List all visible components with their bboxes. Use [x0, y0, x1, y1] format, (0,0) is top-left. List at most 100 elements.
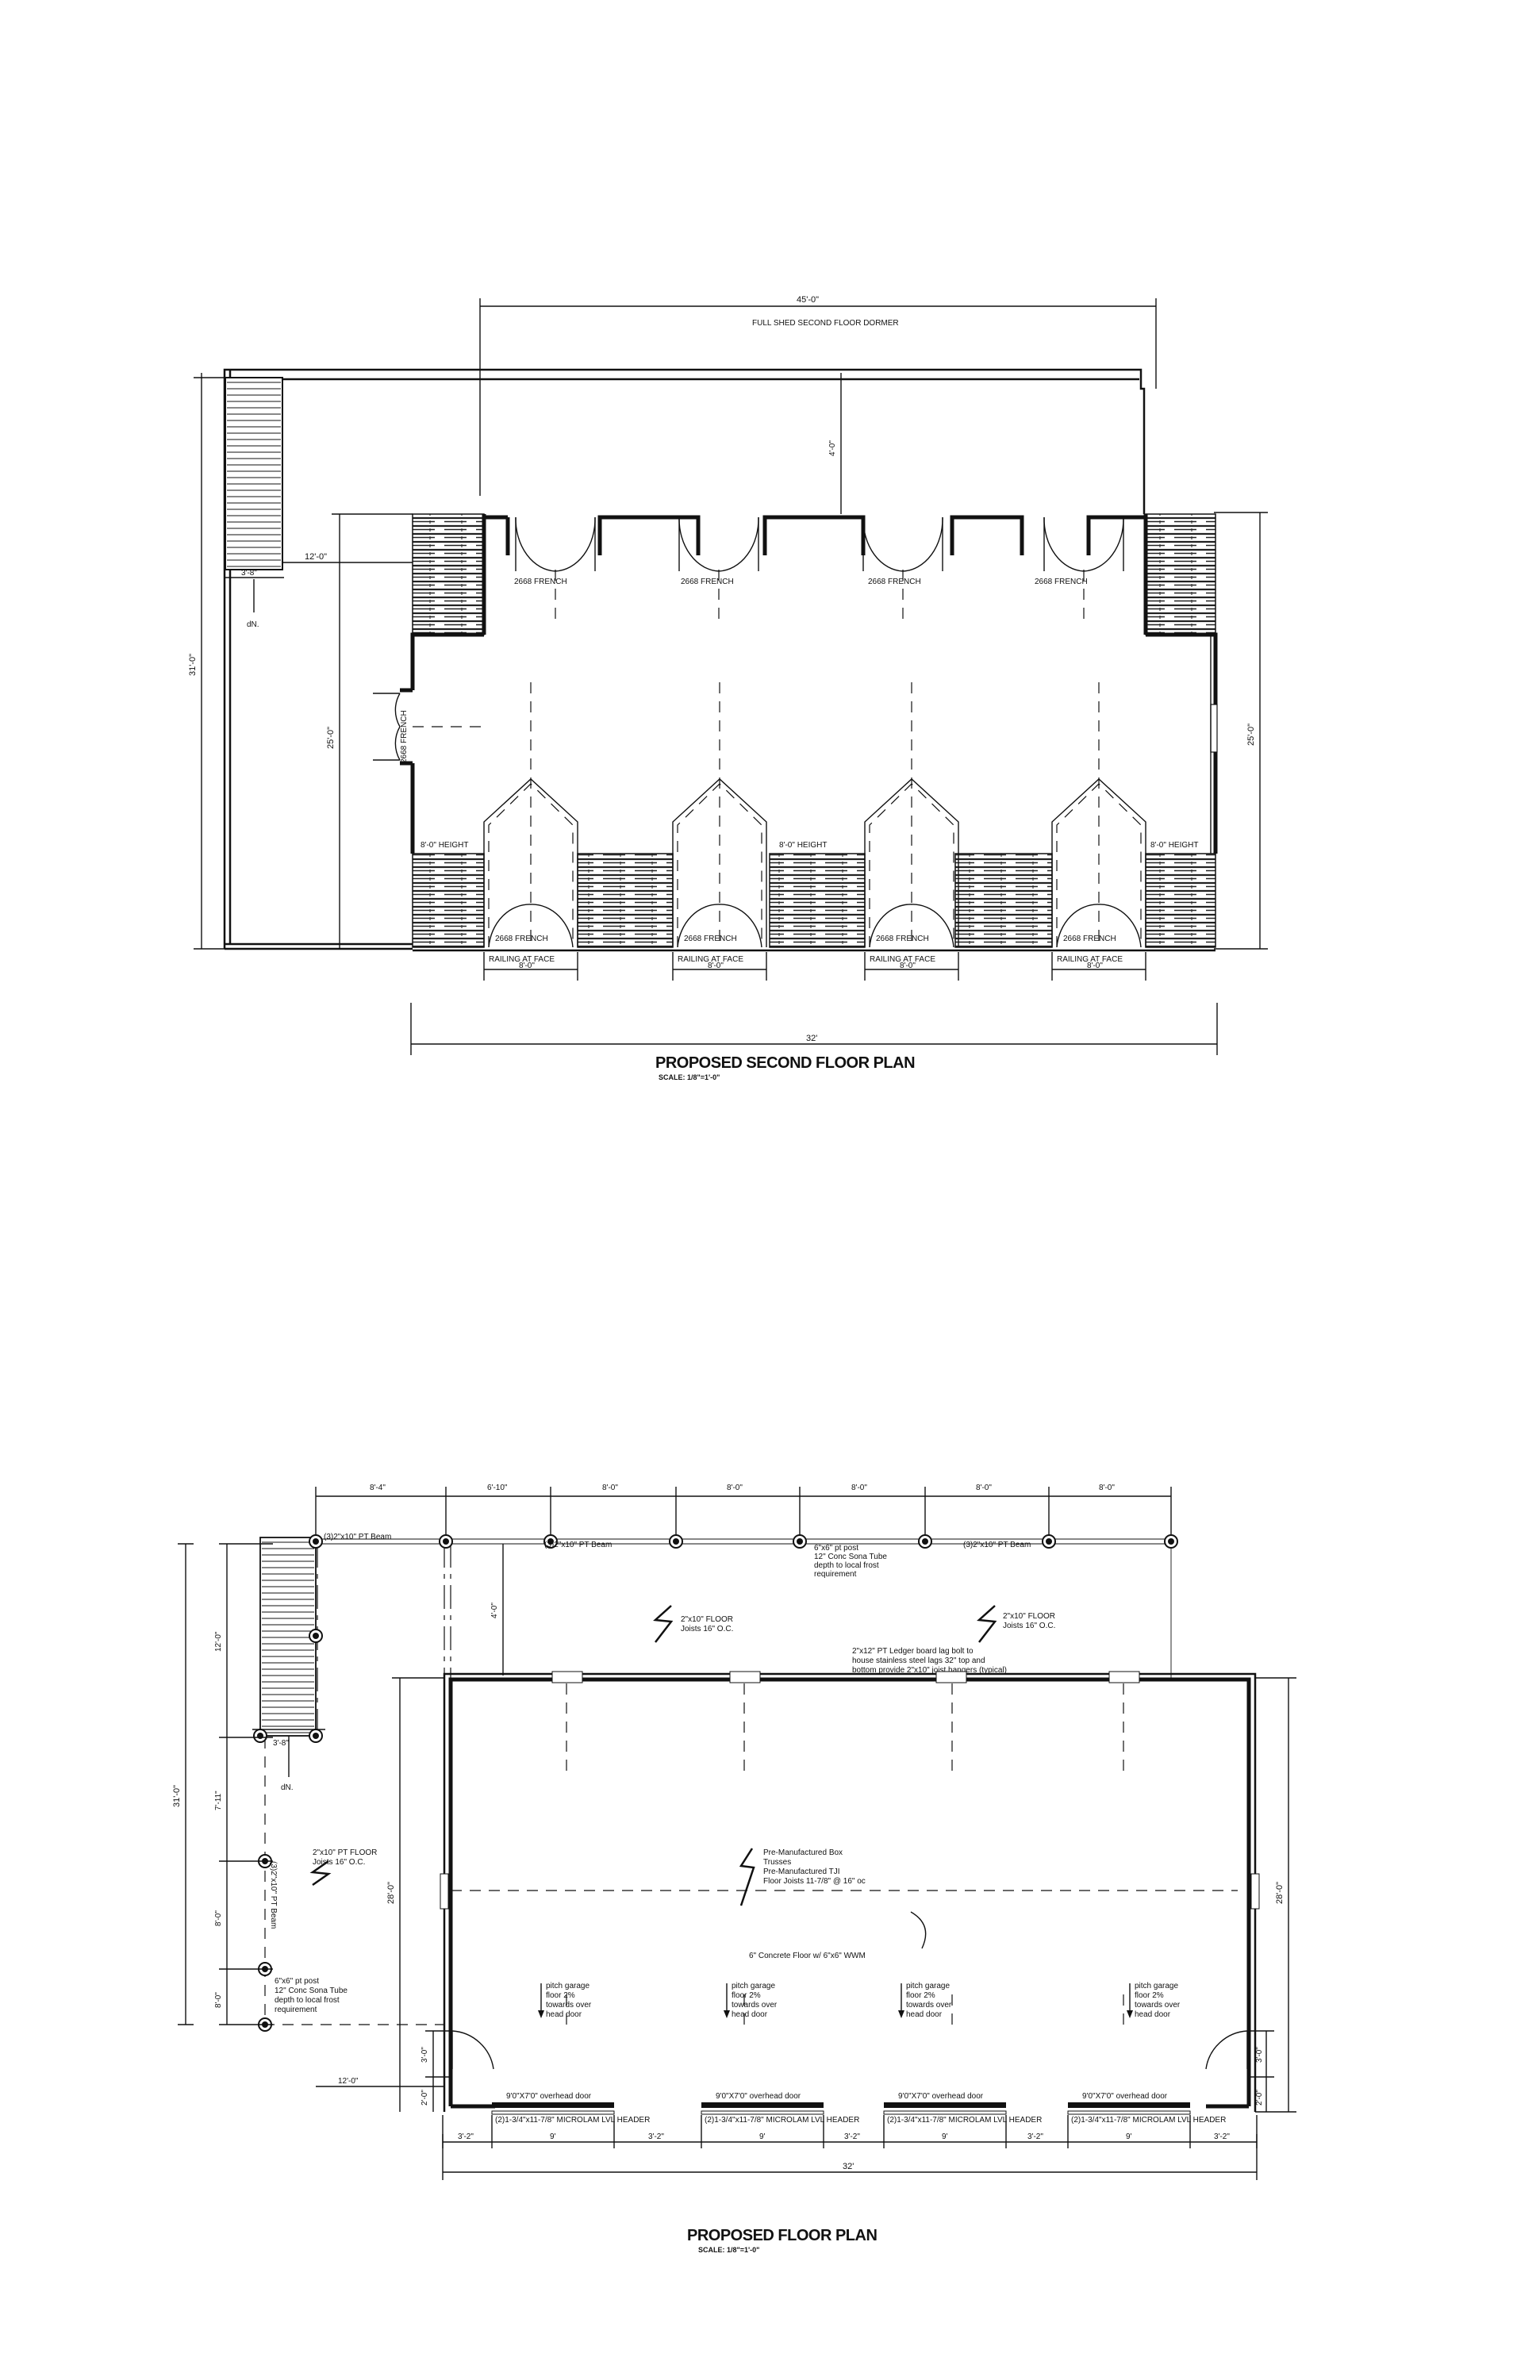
- door-swing-right: [530, 904, 574, 948]
- bottom-dim-label: 3'-2": [1214, 2132, 1230, 2141]
- gf-dim-overall-left: 31'-0": [172, 1785, 182, 1807]
- svg-text:depth to local frost: depth to local frost: [814, 1561, 879, 1570]
- gf-dim-deck-depth: 4'-0": [490, 1603, 499, 1618]
- pitch-arrowhead: [538, 2010, 544, 2018]
- gf-dim-offset: 12'-0": [338, 2077, 359, 2086]
- ground-floor-scale: SCALE: 1/8"=1'-0": [698, 2246, 759, 2254]
- top-french-door: 2668 FRENCH: [514, 516, 596, 619]
- balcony-strip: [412, 853, 485, 948]
- door-swing-left: [488, 904, 532, 948]
- top-dim-label: 8'-0": [976, 1484, 992, 1492]
- wall-bump: [762, 515, 866, 555]
- post-marker: [258, 1962, 272, 1976]
- post-marker: [309, 1534, 323, 1549]
- door-swing-right: [718, 516, 759, 572]
- joist-arrow-d: [739, 1848, 755, 1906]
- post-marker: [669, 1534, 683, 1549]
- joist-arrow-c: [309, 1860, 332, 1887]
- left-dim-label: 8'-0": [214, 1910, 223, 1926]
- door-swing-left: [678, 516, 720, 572]
- dim-31-0-upper: 31'-0": [188, 654, 198, 676]
- beam-label-2: (3)2"x10" PT Beam: [544, 1541, 612, 1549]
- second-floor-walls: [410, 514, 1218, 854]
- second-floor-stair: 3'-8" dN.: [224, 377, 284, 629]
- header-bar: [883, 2110, 1007, 2115]
- pitch-note-line: towards over: [546, 2001, 592, 2010]
- svg-text:2"x10" FLOOR: 2"x10" FLOOR: [681, 1615, 733, 1624]
- post-core: [313, 1538, 319, 1545]
- bottom-french-label: 2668 FRENCH: [876, 935, 929, 943]
- bottom-french-label: 2668 FRENCH: [684, 935, 737, 943]
- dim-dormer-depth: 4'-0": [828, 440, 837, 456]
- post-core: [922, 1538, 928, 1545]
- gf-dim-right: 28'-0": [1275, 1882, 1285, 1904]
- dormer-wall-segments: [505, 515, 1117, 555]
- gf-door-dim-right-2: 2'-0": [1255, 2090, 1264, 2106]
- header-bar: [491, 2110, 615, 2115]
- top-dim-label: 8'-0": [1099, 1484, 1115, 1492]
- dormer-note: FULL SHED SECOND FLOOR DORMER: [752, 319, 899, 328]
- ground-floor-stair: 3'-8" dN.: [252, 1537, 325, 1792]
- top-french-door: 2668 FRENCH: [1035, 516, 1124, 619]
- top-french-label: 2668 FRENCH: [1035, 578, 1088, 586]
- gf-door-dim-left-2: 2'-0": [421, 2090, 429, 2106]
- wall-bump: [597, 515, 701, 555]
- corner-door-left: [451, 2030, 494, 2070]
- header-bar: [701, 2110, 824, 2115]
- side-french-label: 2668 FRENCH: [400, 710, 409, 763]
- post-marker: [309, 1729, 323, 1743]
- top-french-label: 2668 FRENCH: [868, 578, 921, 586]
- pitch-note-line: pitch garage: [546, 1982, 590, 1990]
- bay-outline-dashed: [869, 783, 954, 947]
- pitch-note-line: floor 2%: [546, 1991, 575, 2000]
- header-label: (2)1-3/4"x11-7/8" MICROLAM LVL HEADER: [495, 2116, 650, 2125]
- overhead-doors: 9'0"X7'0" overhead door (2)1-3/4"x11-7/8"…: [491, 2092, 1226, 2125]
- svg-text:6"x6" pt post: 6"x6" pt post: [814, 1544, 858, 1553]
- bay-width-label: 8'-0": [708, 962, 724, 970]
- slab-note: 6" Concrete Floor w/ 6"x6" WWM: [749, 1952, 866, 1960]
- ground-floor-title: PROPOSED FLOOR PLAN: [687, 2227, 877, 2244]
- pitch-arrowhead: [1127, 2010, 1133, 2018]
- door-swing-left: [1056, 904, 1100, 948]
- beam-label-4: (3)2"x10" PT Beam: [269, 1861, 278, 1929]
- left-dim-label: 8'-0": [214, 1992, 223, 2008]
- svg-text:12" Conc Sona Tube: 12" Conc Sona Tube: [275, 1987, 348, 1995]
- ledger-note: 2"x12" PT Ledger board lag bolt to house…: [852, 1647, 1007, 1675]
- door-swing-left: [1043, 516, 1085, 572]
- overhead-door-label: 9'0"X7'0" overhead door: [1082, 2092, 1168, 2101]
- header-label: (2)1-3/4"x11-7/8" MICROLAM LVL HEADER: [705, 2116, 859, 2125]
- garage-walls: [440, 1671, 1260, 2112]
- left-dimension-string: 12'-0"7'-11"8'-0"8'-0": [178, 1543, 273, 2025]
- top-dim-label: 8'-0": [851, 1484, 867, 1492]
- post-note-left: 6"x6" pt post 12" Conc Sona Tube depth t…: [275, 1977, 348, 2014]
- post-core: [797, 1538, 803, 1545]
- svg-text:requirement: requirement: [275, 2006, 317, 2014]
- bottom-dim-label: 9': [759, 2132, 766, 2141]
- left-dim-label: 12'-0": [214, 1631, 223, 1652]
- beam-label-1: (3)2"x10" PT Beam: [324, 1533, 391, 1541]
- dimension-left-overall: 31'-0": [188, 373, 225, 950]
- overhead-door-label: 9'0"X7'0" overhead door: [898, 2092, 984, 2101]
- dim-stair-offset: 12'-0": [305, 552, 327, 562]
- second-floor-scale: SCALE: 1/8"=1'-0": [659, 1073, 720, 1081]
- bay-width-label: 8'-0": [519, 962, 535, 970]
- wall-bump: [950, 515, 1024, 555]
- door-swing-left: [869, 904, 912, 948]
- beam-label-3: (3)2"x10" PT Beam: [963, 1541, 1031, 1549]
- post-core: [1046, 1538, 1052, 1545]
- bay-outline-dashed: [488, 783, 574, 947]
- post-core: [1168, 1538, 1174, 1545]
- second-floor-title: PROPOSED SECOND FLOOR PLAN: [655, 1054, 915, 1072]
- pitch-note-line: head door: [906, 2010, 943, 2019]
- gf-door-dim-left-1: 3'-0": [421, 2047, 429, 2063]
- svg-text:Joists 16" O.C.: Joists 16" O.C.: [313, 1858, 365, 1867]
- svg-text:house stainless steel lags 32": house stainless steel lags 32" top and: [852, 1656, 985, 1665]
- door-swing-right: [911, 904, 954, 948]
- svg-text:bottom provide 2"x10" joist ha: bottom provide 2"x10" joist hangers (typ…: [852, 1666, 1007, 1675]
- bottom-dim-label: 9': [1126, 2132, 1132, 2141]
